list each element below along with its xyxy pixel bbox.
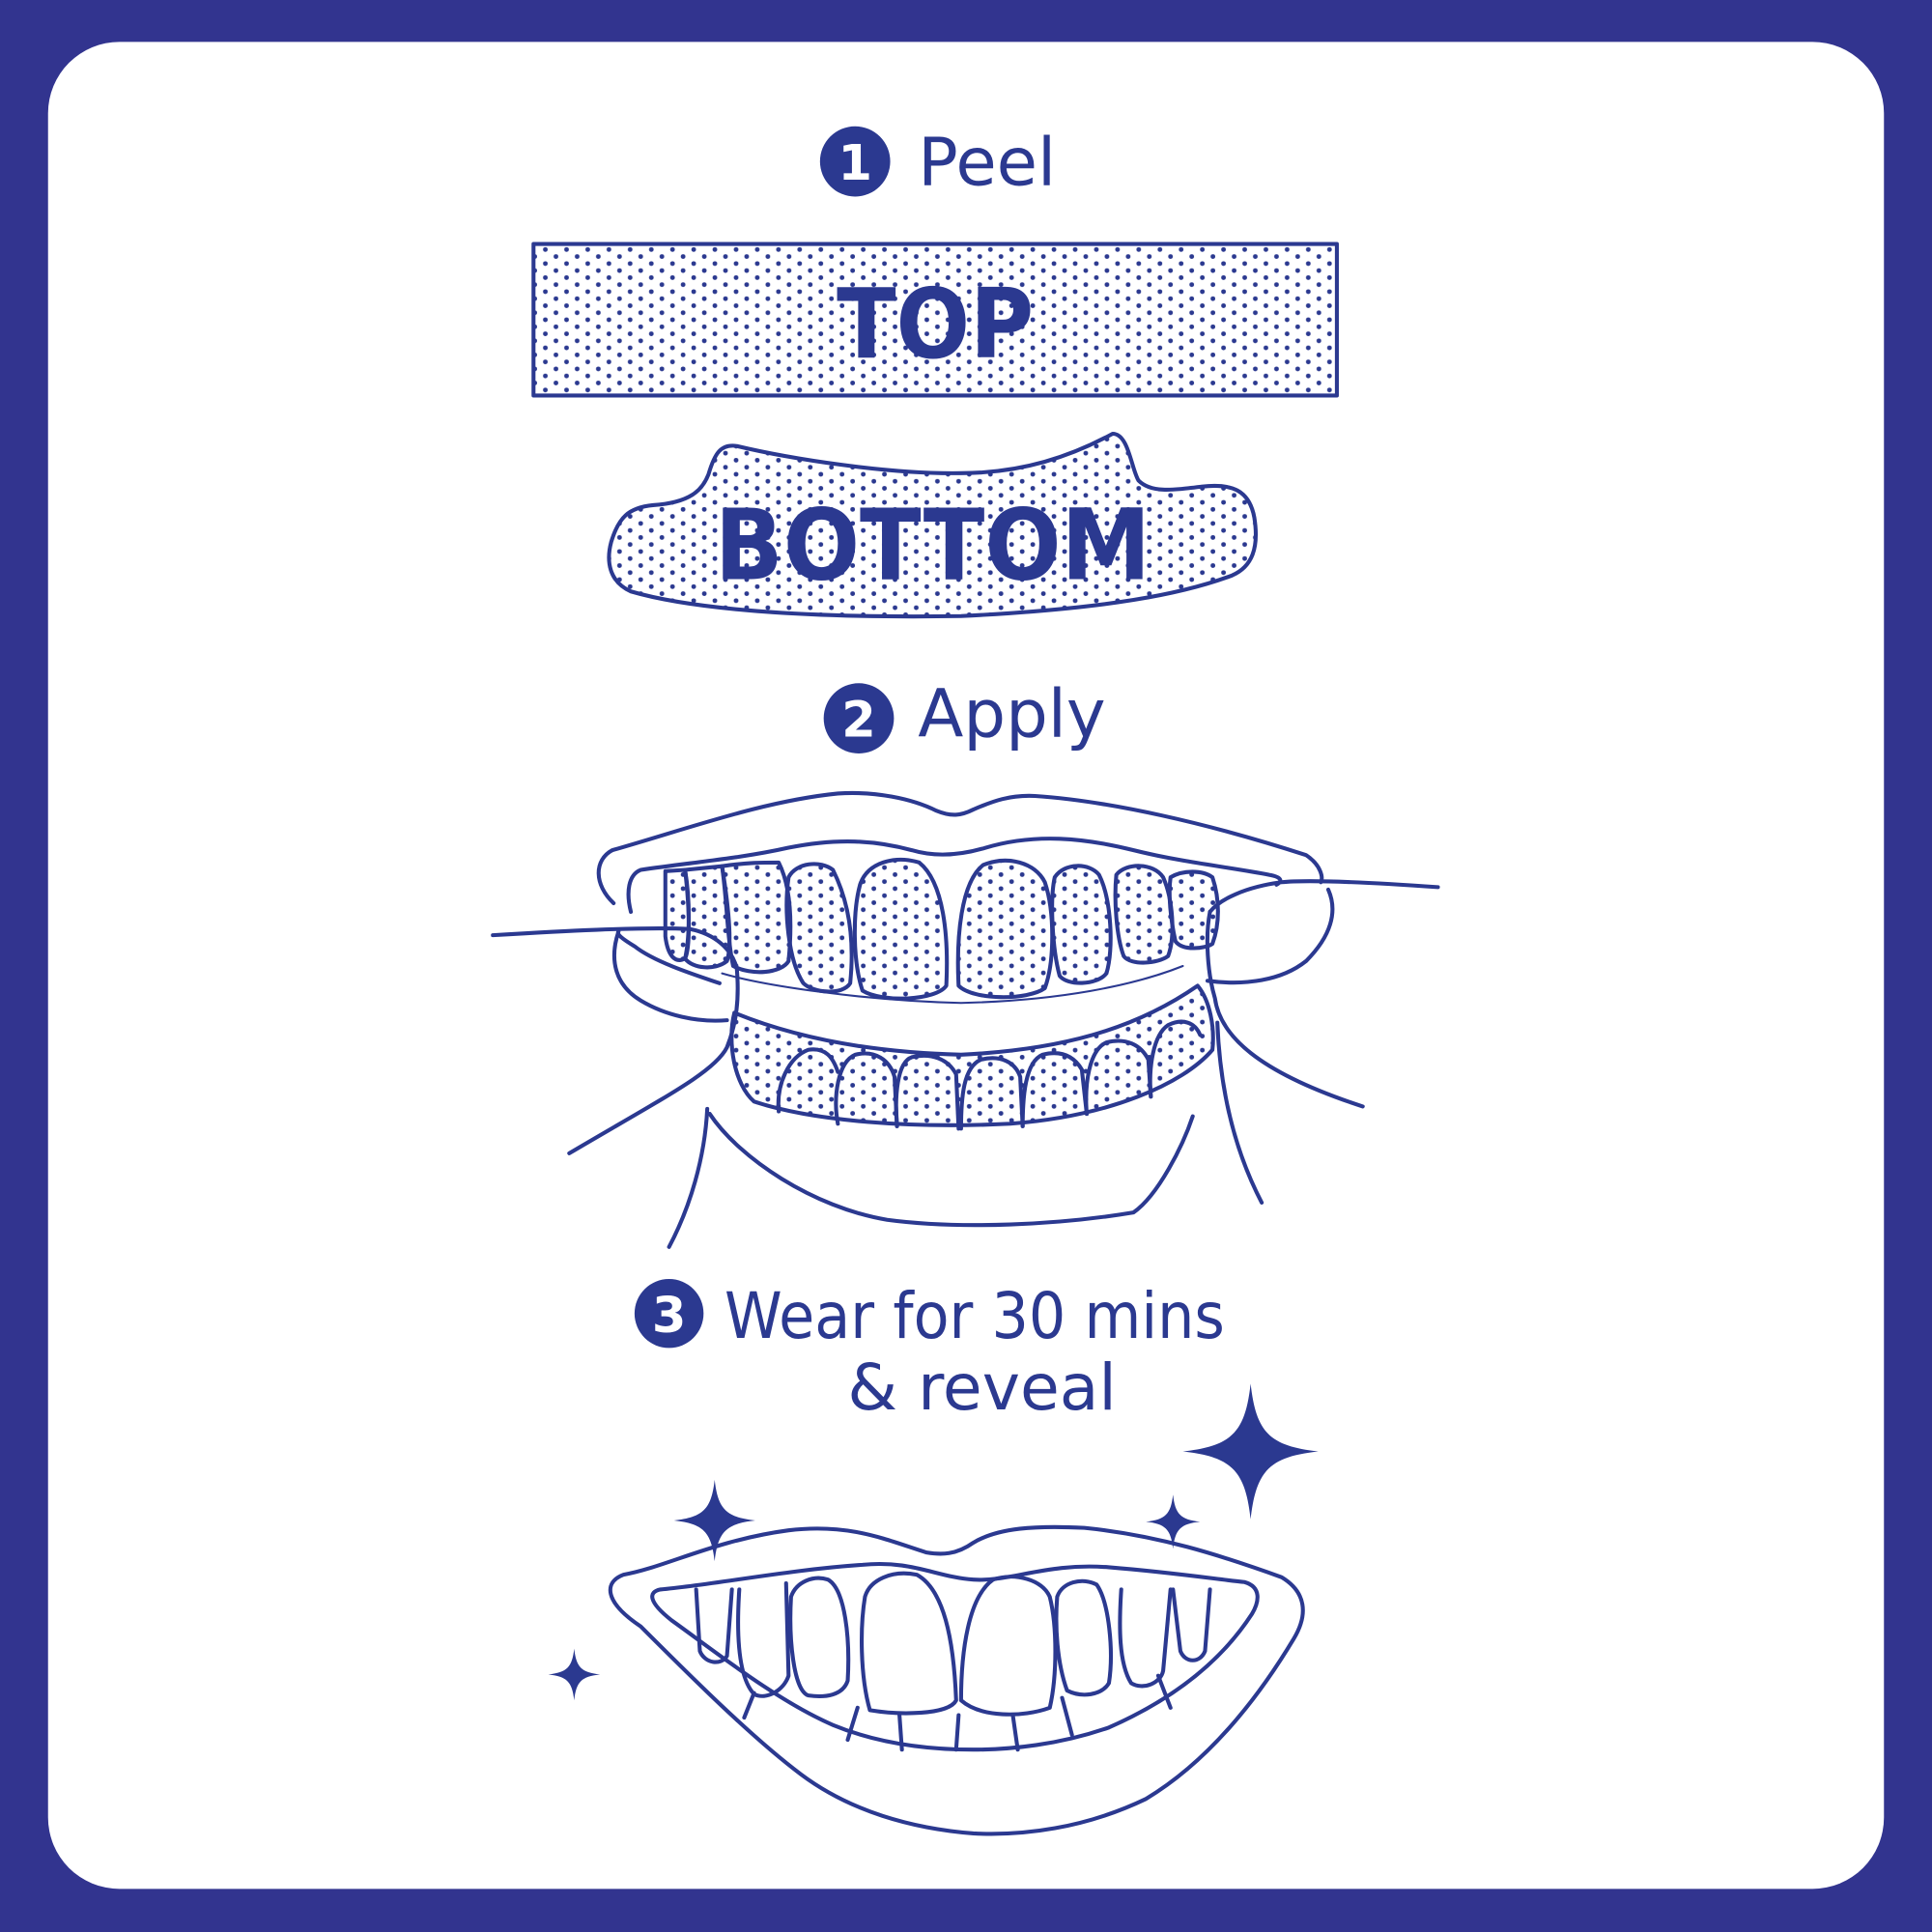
step-1-title: Peel (918, 124, 1056, 201)
step-3-heading: 3 Wear for 30 mins & reveal (634, 1278, 1225, 1425)
step-3-badge (634, 1278, 704, 1349)
step-3-number: 3 (652, 1288, 686, 1345)
step-3-title-line1: Wear for 30 mins (724, 1278, 1225, 1353)
step-1-heading: 1 Peel (819, 124, 1056, 201)
top-strip: TOP (531, 242, 1339, 398)
bottom-strip-label: BOTTOM (715, 488, 1151, 603)
step-2-heading: 2 Apply (823, 676, 1106, 753)
top-strip-shape (531, 242, 1339, 398)
step-2-title: Apply (918, 676, 1105, 753)
bottom-strip-shape (607, 431, 1259, 619)
step-1-badge (819, 126, 891, 197)
bottom-strip: BOTTOM (607, 431, 1259, 619)
step-2-number: 2 (841, 693, 876, 750)
step-1-number: 1 (838, 135, 872, 192)
top-strip-label: TOP (837, 270, 1034, 381)
apply-illustration (491, 790, 1440, 1249)
step-2-badge (823, 683, 895, 753)
reveal-illustration (548, 1383, 1319, 1836)
step-3-title-line2: & reveal (847, 1350, 1117, 1425)
